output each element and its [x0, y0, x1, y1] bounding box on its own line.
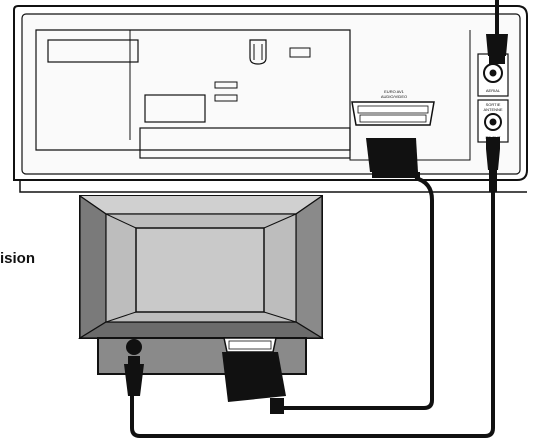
- tv-antenna-socket: [126, 339, 142, 355]
- euro-av-label: EURO AV1: [384, 89, 404, 94]
- aerial-label: AERIAL: [486, 88, 501, 93]
- euro-av-scart-socket: EURO AV1 AUDIO/VIDEO: [351, 89, 435, 126]
- mounting-tab: [249, 39, 267, 65]
- vcr-rear-panel: [13, 5, 528, 193]
- television-label: ision: [0, 250, 36, 267]
- sortie-label: SORTIE: [486, 102, 501, 107]
- aerial-cable: [486, 0, 508, 64]
- antenne-label: ANTENNE: [483, 107, 502, 112]
- tv-aerial-plug: [124, 356, 144, 396]
- tv-scart-socket: [223, 337, 277, 353]
- rf-out-socket: SORTIE ANTENNE RF OUT: [477, 99, 509, 143]
- audio-video-label: AUDIO/VIDEO: [381, 94, 407, 99]
- television: [77, 194, 325, 375]
- tv-scart-plug: [222, 352, 286, 414]
- rf-cable: [130, 137, 500, 438]
- scart-cable: [278, 138, 434, 410]
